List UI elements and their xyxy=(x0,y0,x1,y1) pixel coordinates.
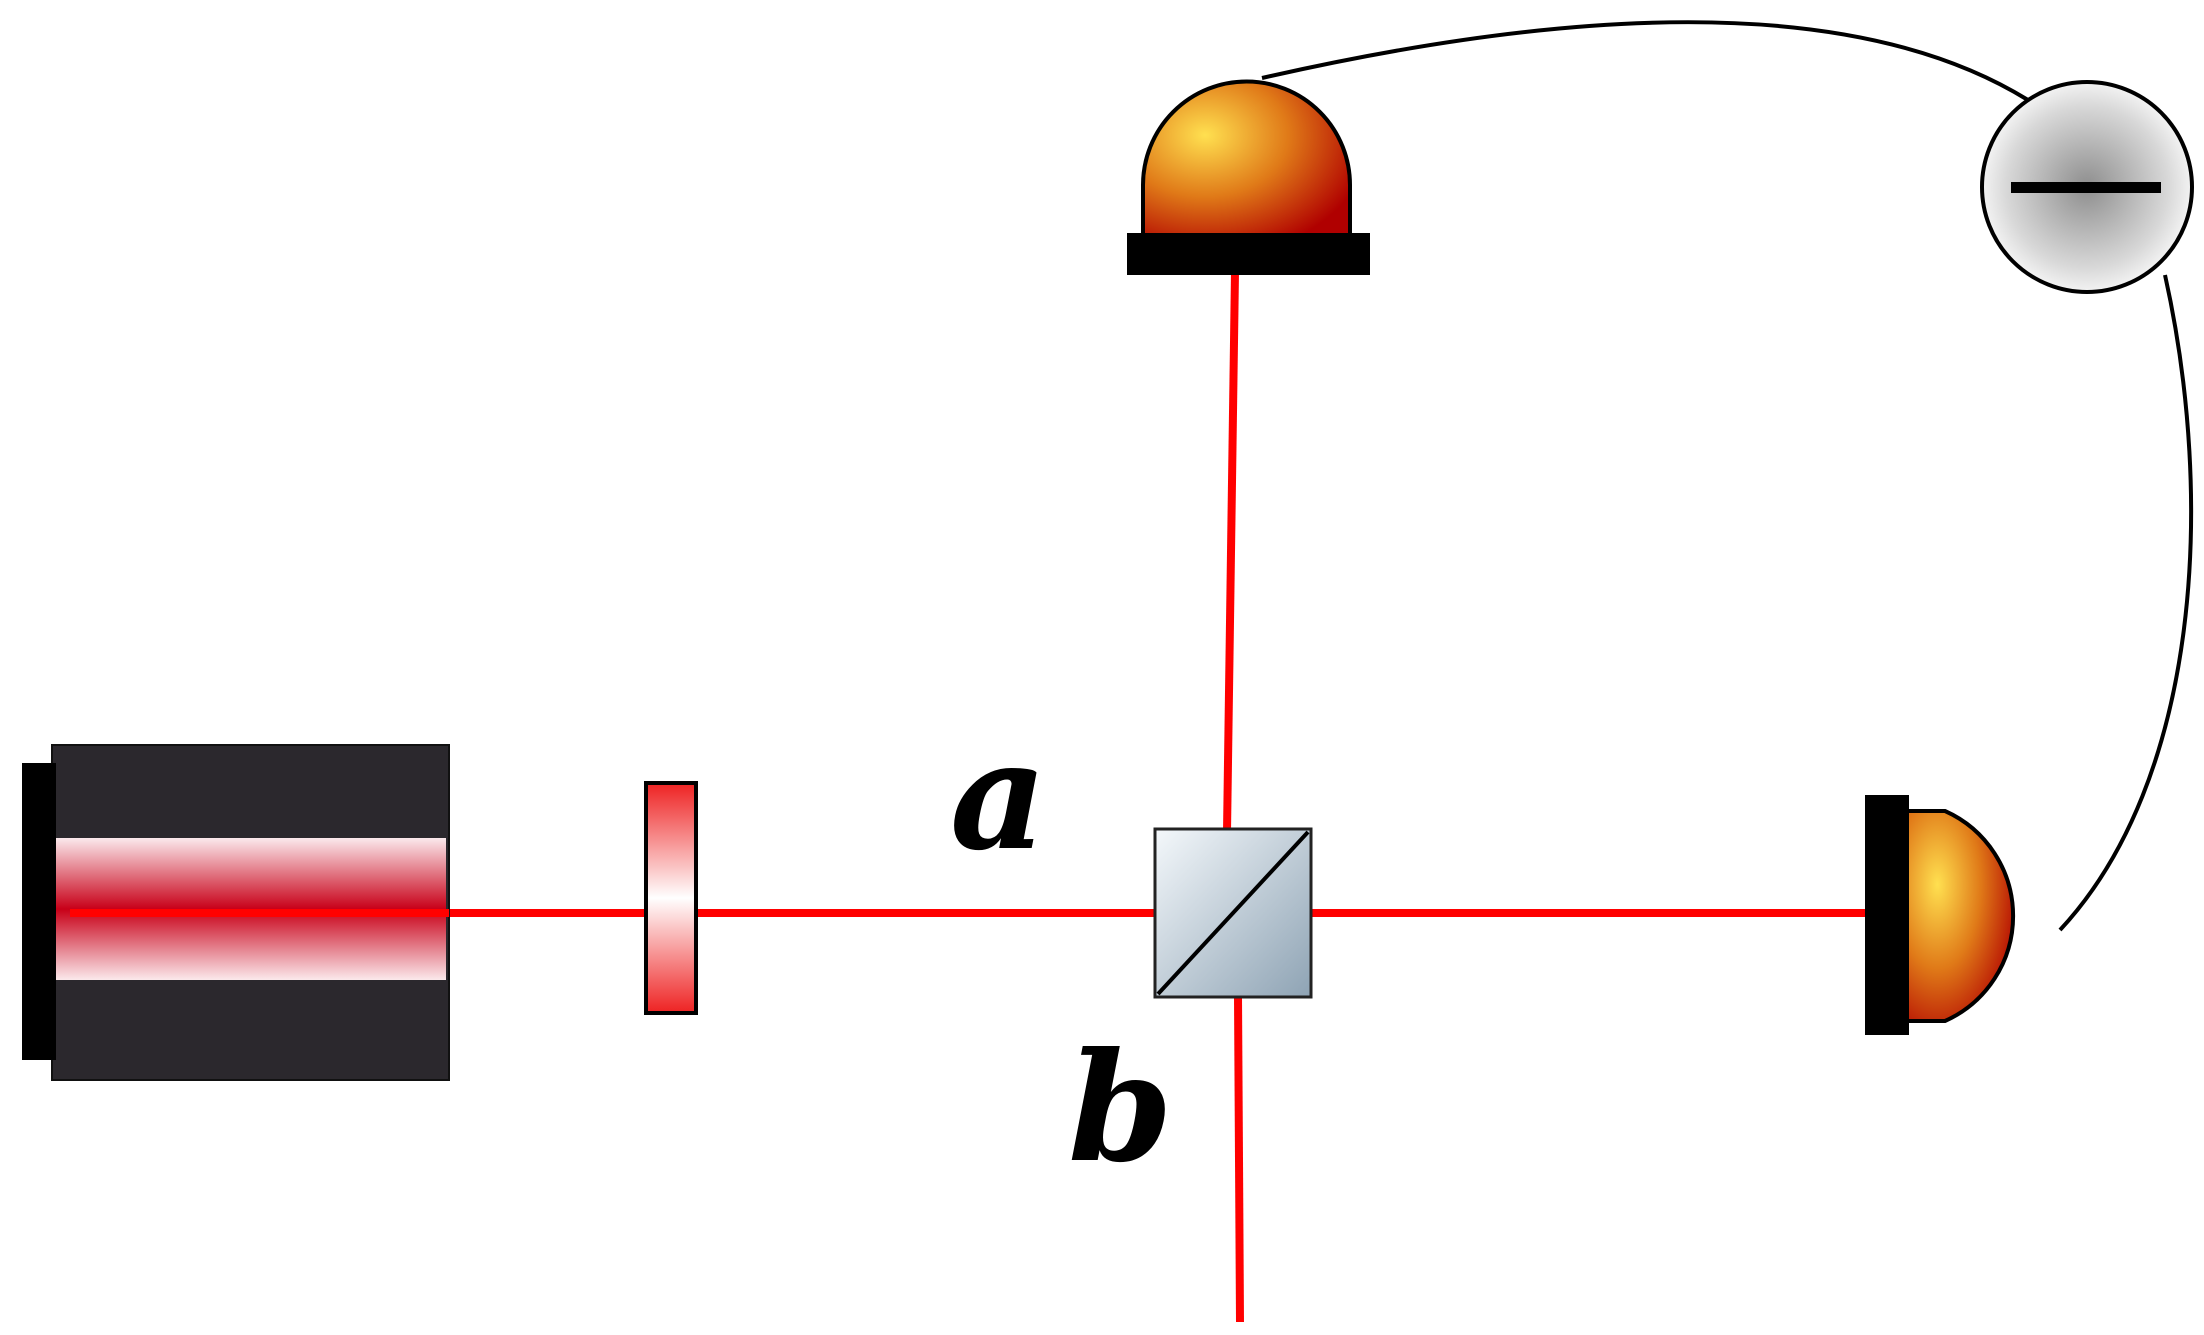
wire-top-detector xyxy=(1261,20,2030,102)
minus-icon xyxy=(2011,182,2161,193)
right-photodetector-icon xyxy=(1865,795,2016,1035)
waveplate-icon xyxy=(644,781,698,1015)
wire-right-detector xyxy=(2058,274,2194,932)
beam-splitter-to-top-detector xyxy=(1223,271,1239,833)
port-label-a: a xyxy=(950,708,1047,884)
top-photodetector-icon xyxy=(1127,79,1370,275)
subtractor-icon xyxy=(1980,80,2194,294)
port-label-b: b xyxy=(1068,1020,1173,1196)
laser-source-icon xyxy=(22,744,450,1081)
beam-port-b-input xyxy=(1234,996,1244,1323)
beam-splitter-icon xyxy=(1153,827,1313,999)
